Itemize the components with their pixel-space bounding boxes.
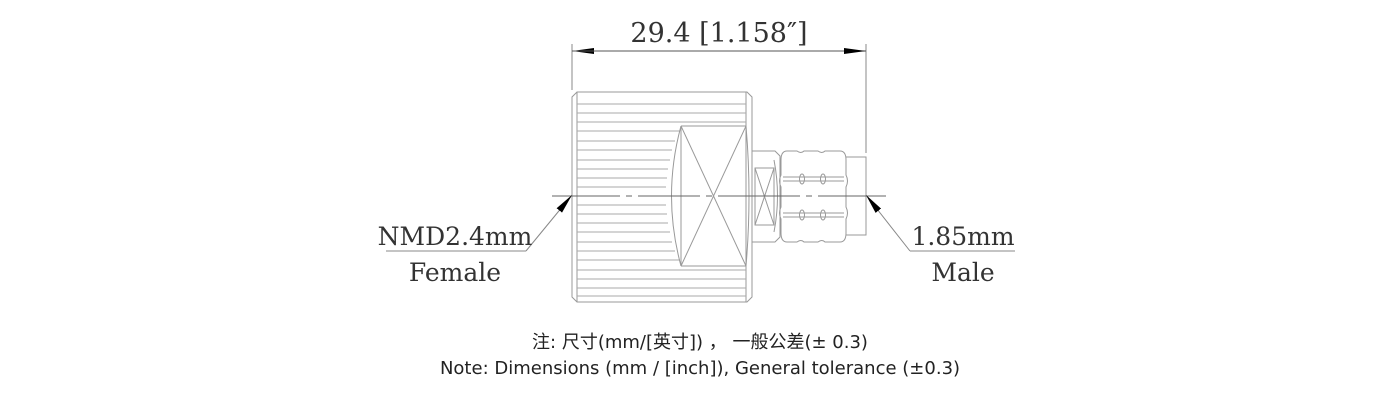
male-leader: 1.85mm Male xyxy=(865,194,1015,287)
female-leader: NMD2.4mm Female xyxy=(378,194,573,287)
note-english: Note: Dimensions (mm / [inch]), General … xyxy=(439,358,961,379)
coupling-nut xyxy=(779,150,848,243)
female-type-label: NMD2.4mm xyxy=(378,222,533,251)
male-gender-label: Male xyxy=(931,258,994,287)
female-gender-label: Female xyxy=(409,258,501,287)
knurl-lines xyxy=(577,103,746,297)
male-type-label: 1.85mm xyxy=(911,222,1014,251)
overall-dimension: 29.4 [1.158″] xyxy=(571,18,867,153)
female-body xyxy=(571,91,753,303)
note-chinese: 注: 尺寸(mm/[英寸]) ， 一般公差(± 0.3) xyxy=(532,332,868,353)
overall-length-label: 29.4 [1.158″] xyxy=(630,18,807,49)
